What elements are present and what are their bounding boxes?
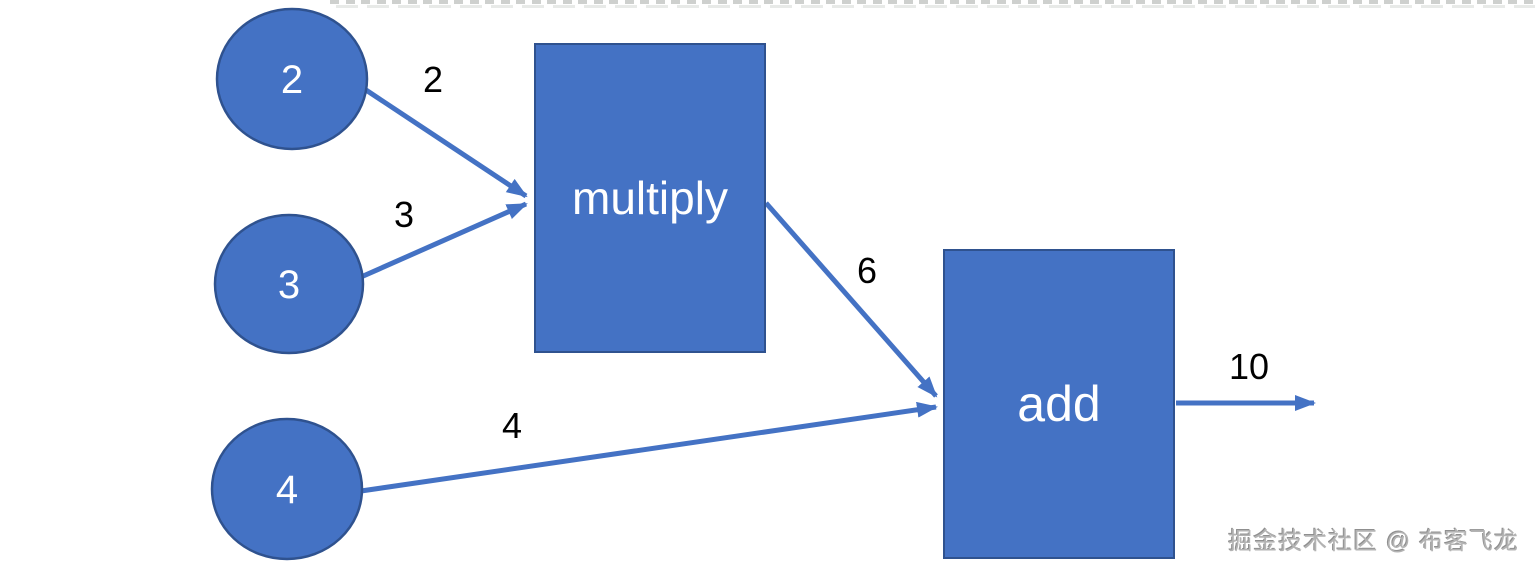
input-node-2 <box>215 7 369 151</box>
input-node-4 <box>210 417 364 561</box>
op-node-multiply <box>534 43 766 353</box>
top-cropped-text-artifact <box>330 0 1535 9</box>
op-node-multiply-label: multiply <box>572 172 728 224</box>
edge-label-3: 3 <box>394 194 414 235</box>
edge-2-to-multiply <box>364 87 528 199</box>
operation-nodes: multiply add <box>534 43 1175 559</box>
input-node-2-label: 2 <box>281 58 303 102</box>
edge-3-to-multiply <box>359 201 528 280</box>
op-node-add <box>943 249 1175 559</box>
edge-multiply-to-add <box>764 201 938 398</box>
input-node-4-label: 4 <box>276 468 298 512</box>
edge-labels: 2 3 6 4 10 <box>394 59 1269 446</box>
input-nodes: 2 3 4 <box>210 7 369 561</box>
watermark-text: 掘金技术社区 @ 布客飞龙 <box>1228 528 1519 555</box>
edge-4-to-add <box>360 401 938 494</box>
edges <box>359 87 1316 494</box>
op-node-add-label: add <box>1017 376 1100 432</box>
edge-label-2: 2 <box>423 59 443 100</box>
edge-label-6: 6 <box>857 250 877 291</box>
input-node-3-label: 3 <box>278 263 300 307</box>
input-node-3 <box>213 213 365 355</box>
edge-label-10: 10 <box>1229 346 1269 387</box>
edge-label-4: 4 <box>502 405 522 446</box>
